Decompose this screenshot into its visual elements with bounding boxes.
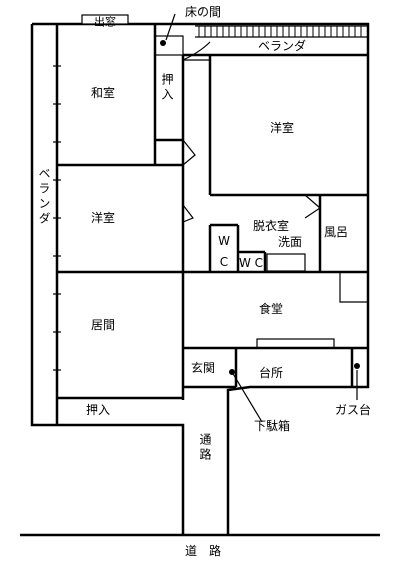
label-getabako: 下駄箱	[253, 419, 291, 433]
bay-window	[81, 14, 129, 25]
door-swing-4	[304, 194, 321, 219]
label-veranda-left: ベランダ	[37, 167, 51, 227]
sink	[266, 253, 306, 272]
label-demado: 出窓	[94, 15, 116, 29]
label-datsuishitsu: 脱衣室	[252, 219, 290, 233]
label-oshiire-upper: 押入	[160, 73, 174, 103]
label-gasudai: ガス台	[334, 403, 372, 417]
label-veranda-top: ベランダ	[255, 39, 309, 53]
kitchen-counter	[256, 338, 335, 349]
cabinet	[339, 272, 368, 303]
tokonoma-dot	[160, 40, 166, 46]
label-yoshitsu-right: 洋室	[269, 121, 295, 135]
label-oshiire-lower: 押入	[85, 403, 111, 417]
gasudai-dot	[354, 363, 360, 369]
label-genkan: 玄関	[190, 361, 216, 375]
pointer-getabako	[231, 371, 263, 423]
label-doro: 道 路	[184, 544, 222, 558]
label-tsuro: 通路	[198, 433, 212, 463]
label-shokudo: 食堂	[258, 302, 284, 316]
label-daidokoro: 台所	[258, 366, 284, 380]
door-swing-3	[182, 204, 194, 223]
label-washitsu: 和室	[90, 86, 116, 100]
outer-wall-left	[30, 24, 185, 535]
label-wc1-c: C	[219, 255, 229, 269]
label-ima: 居間	[90, 318, 116, 332]
label-tokonoma: 床の間	[184, 5, 222, 19]
tokonoma-box	[154, 35, 184, 56]
door-swing-2	[182, 139, 196, 166]
door-swing-1	[182, 41, 211, 61]
label-furo: 風呂	[323, 225, 349, 239]
label-senmen: 洗面	[277, 235, 303, 249]
getabako-dot	[229, 369, 235, 375]
label-wc2: W C	[238, 256, 264, 270]
label-wc1-w: W	[218, 234, 230, 248]
pointer-tokonoma	[165, 13, 176, 41]
label-yoshitsu-left: 洋室	[90, 211, 116, 225]
outer-wall	[32, 22, 370, 535]
